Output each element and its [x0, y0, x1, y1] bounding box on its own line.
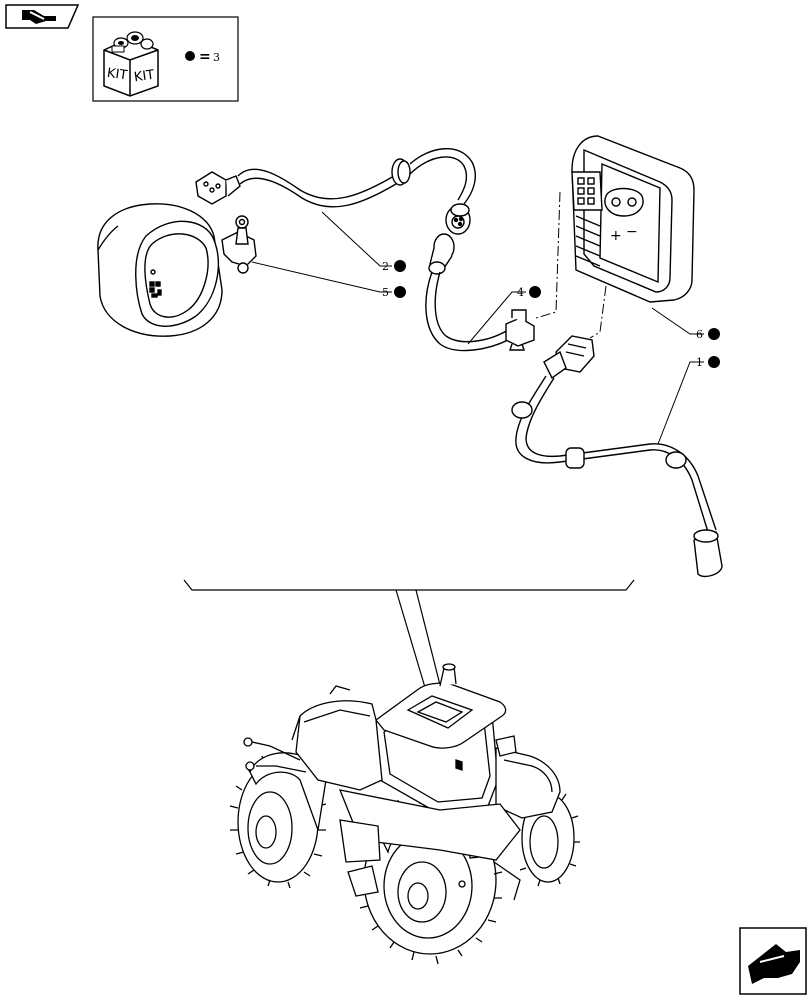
callout-5: 5 — [382, 286, 406, 299]
callout-5-number: 5 — [382, 286, 389, 299]
tractor-illustration — [229, 663, 580, 965]
kit-quantity: 3 — [213, 51, 220, 64]
callout-1: 1 — [696, 356, 720, 369]
control-box: + − — [571, 135, 695, 303]
callout-1-bullet-icon — [708, 356, 720, 368]
kit-equals-sign: = — [199, 49, 211, 65]
kit-box: KIT KIT = 3 — [92, 16, 239, 102]
wiring-harness — [195, 147, 476, 235]
kit-cube-icon — [103, 31, 159, 97]
next-page-arrow-icon[interactable] — [739, 927, 807, 995]
kit-label-right: KIT — [133, 68, 155, 86]
beacon-lamp — [97, 203, 257, 337]
kit-bullet-icon — [185, 51, 195, 61]
plus-sign: + — [610, 228, 622, 244]
callout-4-number: 4 — [517, 286, 524, 299]
callout-2: 2 — [382, 260, 406, 273]
previous-page-arrow-icon[interactable] — [5, 4, 80, 29]
leader-lines — [251, 211, 704, 445]
assembly-alignment-lines — [535, 191, 607, 339]
callout-6-bullet-icon — [708, 328, 720, 340]
callout-4-bullet-icon — [529, 286, 541, 298]
callout-1-number: 1 — [696, 356, 703, 369]
callout-6: 6 — [696, 328, 720, 341]
adapter-cable — [425, 233, 535, 352]
minus-sign: − — [626, 224, 638, 240]
callout-2-number: 2 — [382, 260, 389, 273]
callout-5-bullet-icon — [394, 286, 406, 298]
power-cable — [511, 335, 723, 578]
callout-6-number: 6 — [696, 328, 703, 341]
kit-label-left: KIT — [106, 66, 128, 84]
callout-2-bullet-icon — [394, 260, 406, 272]
callout-4: 4 — [517, 286, 541, 299]
